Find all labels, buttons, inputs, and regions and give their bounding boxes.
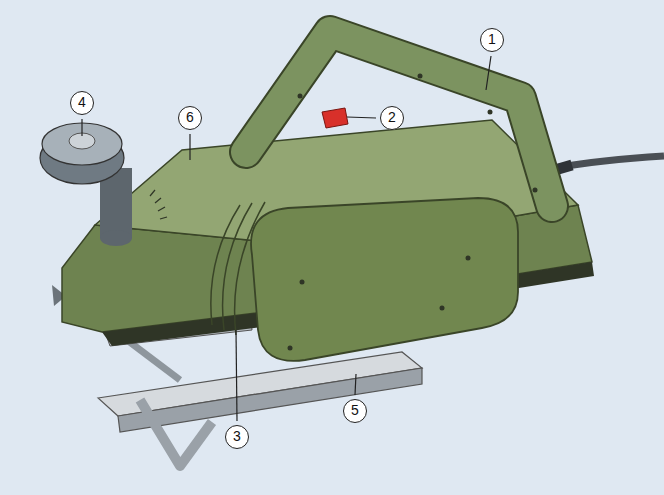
handle bbox=[246, 32, 552, 206]
callout-number: 5 bbox=[343, 399, 367, 423]
callout-number: 1 bbox=[480, 28, 504, 52]
callout-number: 2 bbox=[380, 106, 404, 130]
trigger-switch bbox=[322, 108, 348, 128]
belt-cover bbox=[251, 198, 518, 361]
knob-base bbox=[100, 230, 132, 246]
callout-number: 4 bbox=[70, 91, 94, 115]
depth-scale bbox=[150, 190, 167, 219]
leader-lines bbox=[82, 56, 491, 421]
callout-number: 6 bbox=[178, 106, 202, 130]
handle-outline bbox=[246, 32, 552, 206]
screws bbox=[288, 256, 471, 351]
handle-screws bbox=[298, 74, 538, 193]
fence-side bbox=[118, 368, 422, 432]
callout-number: 3 bbox=[225, 425, 249, 449]
fence-bracket bbox=[140, 400, 212, 466]
